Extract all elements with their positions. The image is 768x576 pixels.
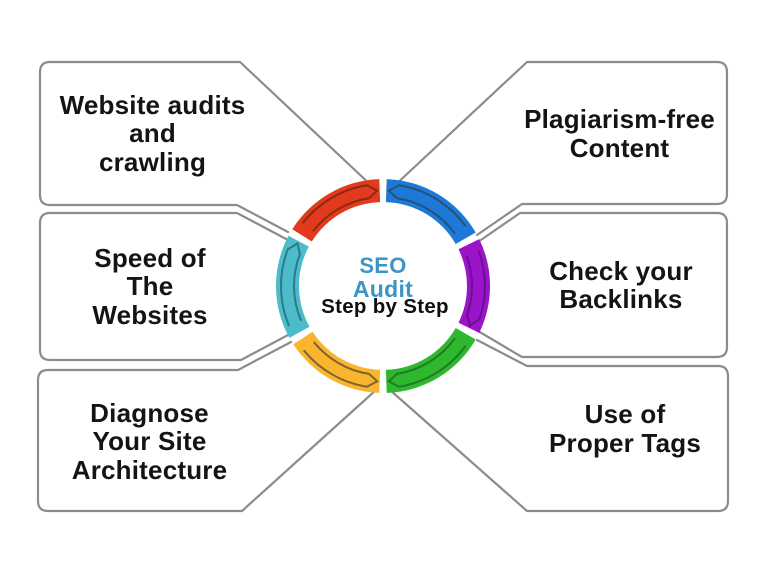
- callout-shape-architecture: [36, 340, 378, 513]
- callout-label-site-speed: Speed of The Websites: [92, 243, 208, 330]
- center-subtitle-step-by-step: Step by Step: [321, 295, 449, 318]
- center-title-audit: Audit: [352, 276, 414, 302]
- callout-shape-website-audits: [38, 60, 376, 234]
- callout-shape-plagiarism-free: [390, 60, 729, 237]
- center-title-seo: SEO: [359, 253, 407, 278]
- callout-shapes: [36, 60, 730, 513]
- step-ring: [275, 179, 491, 393]
- ring-segment-chevron-blue: [387, 184, 467, 235]
- callout-label-website-audits: Website audits and crawling: [59, 90, 246, 177]
- ring-segment-chevron-teal: [280, 241, 303, 327]
- callout-label-plagiarism-free: Plagiarism-free Content: [524, 104, 715, 163]
- callout-label-architecture: Diagnose Your Site Architecture: [71, 398, 228, 485]
- callout-label-proper-tags: Use of Proper Tags: [549, 399, 701, 458]
- callout-shape-proper-tags: [388, 338, 730, 513]
- ring-segment-chevron-yellow: [302, 341, 379, 388]
- ring-segment-chevron-purple: [465, 250, 486, 328]
- callout-shape-site-speed: [38, 211, 290, 362]
- ring-segment-chevron-red: [301, 184, 379, 232]
- ring-segment-chevron-green: [387, 337, 467, 388]
- callout-label-backlinks: Check your Backlinks: [549, 255, 693, 314]
- callout-shape-backlinks: [476, 211, 729, 359]
